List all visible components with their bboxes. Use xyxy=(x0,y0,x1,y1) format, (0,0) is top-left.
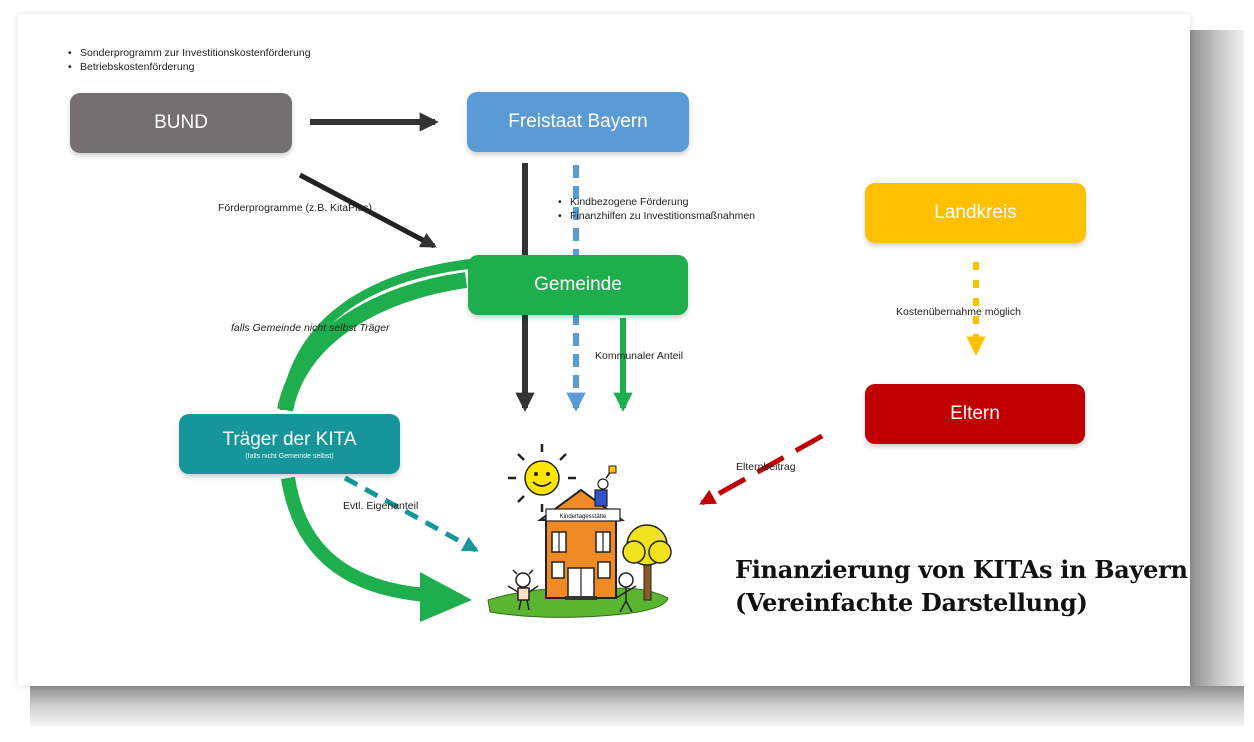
box-freistaat-label: Freistaat Bayern xyxy=(508,111,648,132)
arrow-bund-gemeinde xyxy=(298,172,437,249)
box-traeger-label: Träger der KITA xyxy=(222,428,357,450)
bund-bullets: Sonderprogramm zur Investitionskostenför… xyxy=(67,46,311,74)
house-sign xyxy=(545,508,621,522)
curve-arrow-traeger-kita-head xyxy=(420,572,472,622)
slide-shadow-right xyxy=(1190,30,1244,710)
box-landkreis: Landkreis xyxy=(865,183,1086,243)
box-freistaat-bayern: Freistaat Bayern xyxy=(467,92,689,152)
box-gemeinde-label: Gemeinde xyxy=(534,274,622,295)
child-right xyxy=(615,572,637,613)
bullet-item: Sonderprogramm zur Investitionskostenför… xyxy=(67,46,311,60)
diagram-title-line2: (Vereinfachte Darstellung) xyxy=(735,588,1088,617)
kita-illustration: Kindertagesstätte xyxy=(487,444,672,618)
box-eltern-label: Eltern xyxy=(950,403,1000,424)
curve-arrow-gemeinde-traeger-body xyxy=(277,272,468,412)
note-falls-gemeinde: falls Gemeinde nicht selbst Träger xyxy=(231,322,390,334)
diagram-title-line1: Finanzierung von KITAs in Bayern xyxy=(735,555,1188,584)
box-eltern: Eltern xyxy=(865,384,1085,444)
arrow-traeger-kita-eigenanteil xyxy=(343,475,479,553)
sun-icon xyxy=(508,444,576,512)
curve-arrow-traeger-kita xyxy=(281,476,426,602)
child-left xyxy=(507,569,539,611)
note-elternbeitrag: Elternbeitrag xyxy=(736,461,796,473)
freistaat-bullets: Kindbezogene Förderung Finanzhilfen zu I… xyxy=(557,195,755,223)
bullet-item: Betriebskostenförderung xyxy=(67,60,311,74)
box-bund: BUND xyxy=(70,93,292,153)
child-on-roof xyxy=(594,465,617,507)
tree-icon xyxy=(622,524,672,601)
note-eigenanteil: Evtl. Eigenanteil xyxy=(343,500,419,512)
box-bund-label: BUND xyxy=(154,112,208,133)
diagram-title: Finanzierung von KITAs in Bayern (Verein… xyxy=(735,553,1188,619)
box-traeger-kita: Träger der KITA (falls nicht Gemeinde se… xyxy=(179,414,400,474)
bullet-item: Finanzhilfen zu Investitionsmaßnahmen xyxy=(557,209,755,223)
box-gemeinde: Gemeinde xyxy=(468,255,688,315)
note-kostenuebernahme: Kostenübernahme möglich xyxy=(896,306,1021,318)
box-landkreis-label: Landkreis xyxy=(934,202,1017,223)
curve-arrow-gemeinde-traeger xyxy=(280,258,478,410)
note-foerderprogramme: Förderprogramme (z.B. KitaPlus) xyxy=(218,202,373,214)
house-sign-text: Kindertagesstätte xyxy=(560,514,607,520)
note-kommunaler-anteil: Kommunaler Anteil xyxy=(595,350,684,362)
slide-shadow-bottom xyxy=(30,686,1244,726)
box-traeger-sublabel: (falls nicht Gemeinde selbst) xyxy=(245,452,334,460)
arrow-eltern-kita xyxy=(699,433,824,506)
bullet-item: Kindbezogene Förderung xyxy=(557,195,755,209)
